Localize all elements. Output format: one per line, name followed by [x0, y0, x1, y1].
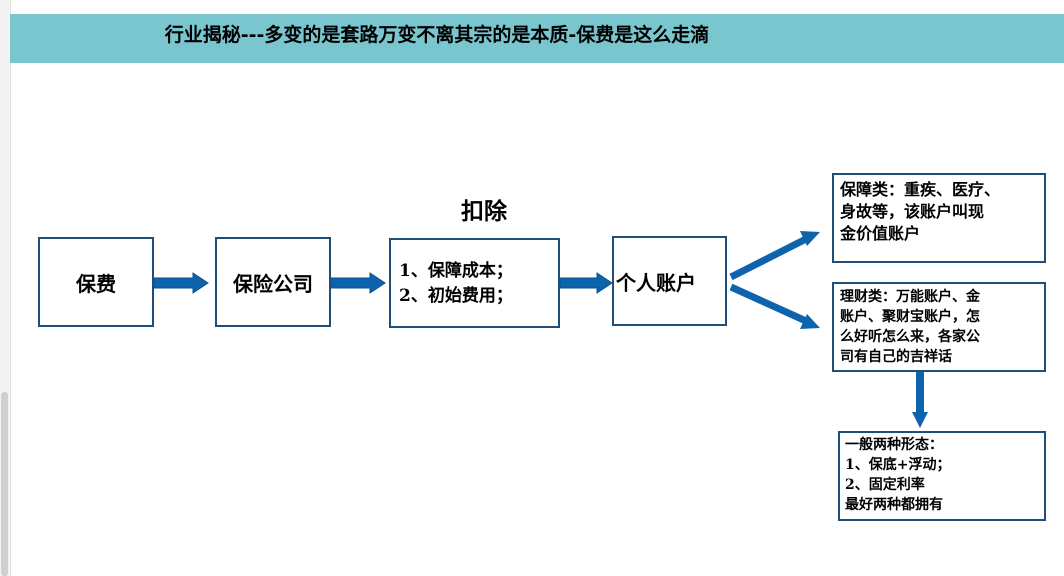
- protection-line-1: 保障类：重疾、医疗、: [840, 180, 1001, 199]
- forms-line-4: 最好两种都拥有: [845, 497, 943, 513]
- insurer-box: 保险公司: [215, 237, 331, 327]
- diagram-title-text: 行业揭秘---多变的是套路万变不离其宗的是本质-保费是这么走滴: [164, 24, 710, 46]
- forms-line-1: 一般两种形态：: [845, 437, 943, 453]
- wealth-line-1: 理财类：万能账户、金: [840, 289, 980, 305]
- arrow-account-to-wealth: [729, 283, 820, 329]
- arrow-account-to-protection: [729, 231, 820, 281]
- premium-box: 保费: [38, 237, 154, 327]
- wealth-line-3: 么好听怎么来，各家公: [840, 329, 980, 345]
- arrow-premium-to-insurer: [153, 272, 209, 294]
- arrow-wealth-to-forms: [912, 372, 928, 428]
- wealth-line-4: 司有自己的吉祥话: [840, 349, 952, 365]
- arrow-insurer-to-deductions: [330, 272, 386, 294]
- forms-box: 一般两种形态： 1、保底+浮动； 2、固定利率 最好两种都拥有: [838, 431, 1046, 521]
- insurer-label: 保险公司: [233, 271, 313, 296]
- title-banner: 行业揭秘---多变的是套路万变不离其宗的是本质-保费是这么走滴: [10, 14, 1064, 63]
- protection-box: 保障类：重疾、医疗、 身故等，该账户叫现 金价值账户: [832, 173, 1046, 263]
- arrow-deductions-to-account: [559, 272, 613, 294]
- personal-account-box: 个人账户: [612, 236, 727, 326]
- personal-account-label: 个人账户: [616, 270, 696, 295]
- deduct-label: 扣除: [461, 198, 507, 225]
- left-scrollbar-track[interactable]: [0, 0, 11, 576]
- protection-line-2: 身故等，该账户叫现: [840, 202, 985, 221]
- forms-line-3: 2、固定利率: [845, 477, 925, 493]
- deductions-box: 1、保障成本； 2、初始费用；: [389, 238, 560, 328]
- diagram-title: 行业揭秘---多变的是套路万变不离其宗的是本质-保费是这么走滴: [10, 22, 1064, 48]
- protection-line-3: 金价值账户: [840, 224, 921, 243]
- wealth-line-2: 账户、聚财宝账户，怎: [840, 309, 980, 325]
- deduction-item-1: 1、保障成本；: [399, 261, 513, 281]
- scrollbar-thumb[interactable]: [1, 392, 8, 576]
- premium-label: 保费: [76, 271, 116, 296]
- deduction-item-2: 2、初始费用；: [399, 286, 513, 306]
- wealth-box: 理财类：万能账户、金 账户、聚财宝账户，怎 么好听怎么来，各家公 司有自己的吉祥…: [832, 282, 1046, 372]
- forms-line-2: 1、保底+浮动；: [845, 457, 951, 473]
